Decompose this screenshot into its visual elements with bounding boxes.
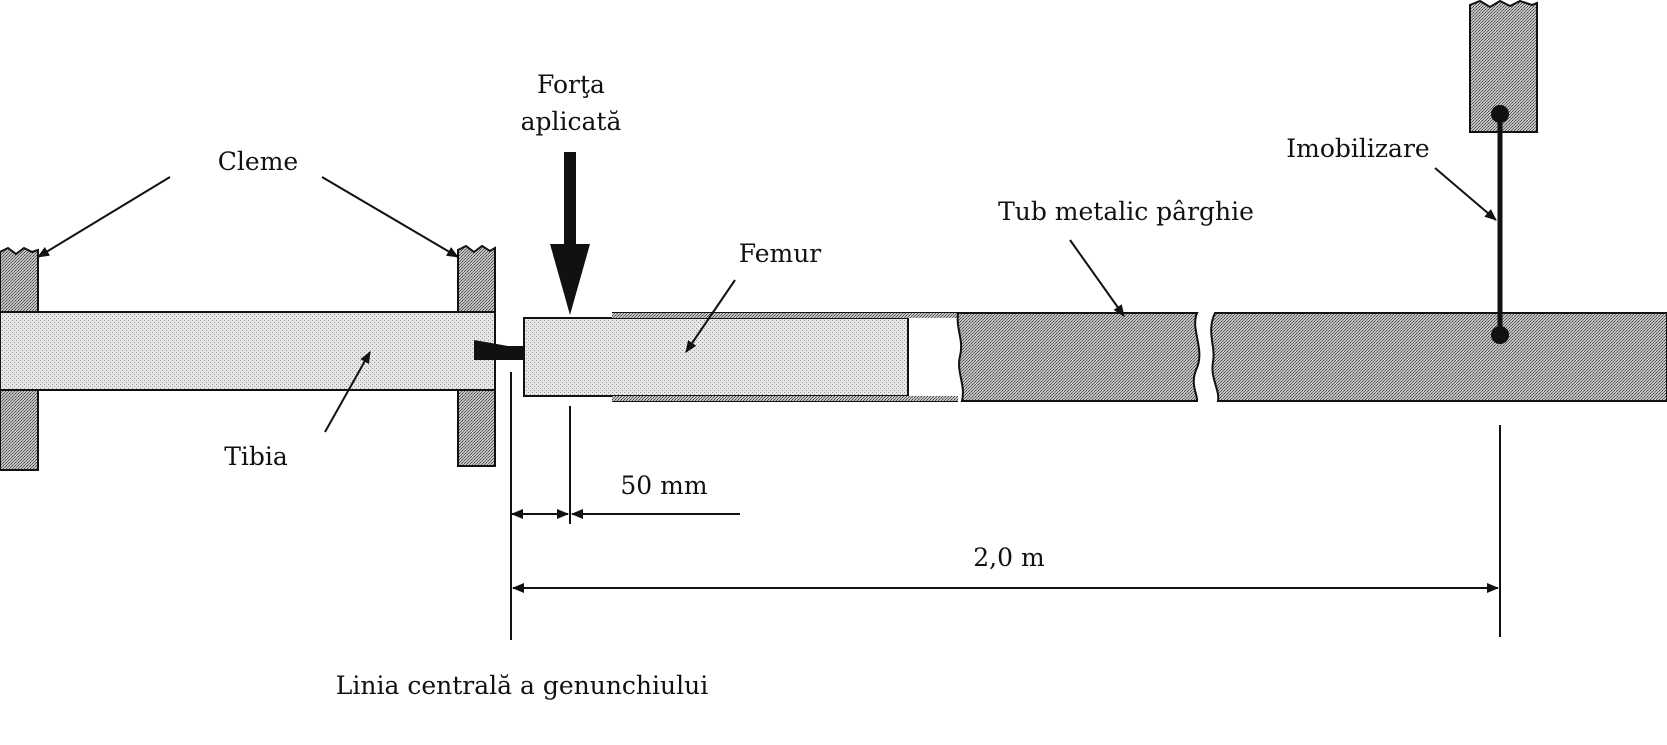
lever-pointer: [1069, 239, 1125, 317]
tibia-pointer: [324, 351, 371, 433]
femur-bar: [523, 317, 909, 397]
applied-force-arrow: [550, 152, 590, 315]
force-label-line1: Forţa: [537, 70, 605, 99]
knee-centerline-label: Linia centrală a genunchiului: [336, 671, 708, 700]
rod-top-pin: [1491, 105, 1509, 123]
rod-bottom-pin: [1491, 326, 1509, 344]
dim-long-label: 2,0 m: [973, 543, 1045, 572]
immobilization-block: [1469, 0, 1538, 133]
tibia-label: Tibia: [224, 442, 288, 471]
femur-label: Femur: [739, 239, 822, 268]
lever-tube-right: [1210, 312, 1667, 402]
clamp-pointer-left: [37, 176, 171, 258]
tibia-bar: [0, 311, 496, 391]
immobilization-label: Imobilizare: [1286, 134, 1429, 163]
force-label-line2: aplicată: [521, 107, 622, 136]
immobilization-pointer: [1434, 167, 1497, 221]
dim-short-label: 50 mm: [620, 471, 707, 500]
femur-pointer: [685, 279, 736, 353]
lever-tube-label: Tub metalic pârghie: [998, 197, 1254, 226]
lever-tube-left: [956, 312, 1201, 402]
clamp-pointer-right: [321, 176, 459, 258]
clamps-label: Cleme: [218, 147, 298, 176]
